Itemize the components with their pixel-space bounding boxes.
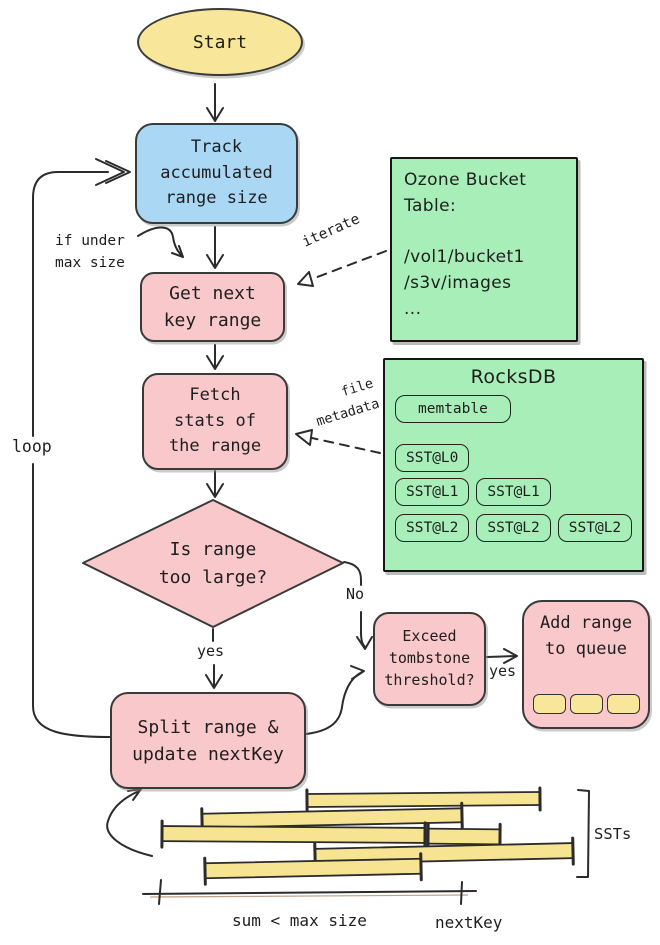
- sst-bar: [160, 819, 427, 851]
- ssts-bracket: [576, 789, 590, 878]
- file-metadata-label: file metadata: [314, 375, 382, 430]
- nextkey-label: nextKey: [435, 913, 503, 932]
- sst-chip: SST@L1: [476, 478, 551, 506]
- sst-chip: SST@L2: [476, 514, 551, 542]
- iterate-label: iterate: [300, 211, 363, 251]
- rocksdb-l0-row: SST@L0: [395, 444, 634, 472]
- loop-label: loop: [12, 437, 52, 456]
- sst-bar: [203, 852, 423, 886]
- split-range-label: Split range & update nextKey: [132, 716, 284, 765]
- add-range-to-queue-node: Add range to queue: [522, 600, 650, 729]
- sst-chip: SST@L2: [395, 514, 470, 542]
- sst-bars: [160, 786, 575, 886]
- queue-item: [532, 694, 566, 714]
- ozone-entry: /vol1/bucket1: [404, 246, 525, 267]
- rocksdb-title: RocksDB: [470, 366, 557, 388]
- if-under-max-size-label: if under max size: [55, 233, 125, 271]
- sum-max-size-label: sum < max size: [232, 911, 367, 930]
- sst-bar: [305, 786, 542, 814]
- track-range-size-node: Track accumulated range size: [135, 123, 298, 224]
- is-range-too-large-decision: Is range too large?: [93, 533, 333, 595]
- track-range-size-label: Track accumulated range size: [160, 137, 273, 209]
- ozone-bucket-table-box: Ozone Bucket Table: /vol1/bucket1 /s3v/i…: [390, 157, 578, 342]
- split-range-node: Split range & update nextKey: [110, 692, 306, 789]
- add-range-to-queue-label: Add range to queue: [539, 613, 633, 659]
- start-node: Start: [137, 8, 303, 76]
- measure-lines: [142, 789, 590, 905]
- get-next-key-range-label: Get next key range: [163, 283, 262, 331]
- sst-bar: [426, 822, 502, 852]
- no-label: No: [346, 585, 365, 603]
- sst-chip: SST@L0: [395, 444, 470, 472]
- rocksdb-memtable-row: memtable: [395, 395, 634, 423]
- rocksdb-l2-row: SST@L2 SST@L2 SST@L2: [395, 514, 634, 542]
- sst-chip: SST@L2: [557, 514, 633, 542]
- ozone-bucket-table-title: Ozone Bucket Table:: [404, 170, 527, 217]
- sst-chip: SST@L1: [395, 478, 470, 506]
- get-next-key-range-node: Get next key range: [140, 272, 285, 342]
- fetch-stats-node: Fetch stats of the range: [142, 373, 288, 470]
- sst-bar: [313, 836, 575, 872]
- tombstone-threshold-label: Exceed tombstone threshold?: [384, 627, 475, 689]
- start-label: Start: [192, 31, 248, 53]
- queue-item: [606, 694, 640, 714]
- yes-queue-label: yes: [489, 662, 517, 680]
- ozone-bucket-entries: /vol1/bucket1 /s3v/images ...: [404, 244, 564, 323]
- ozone-entry: /s3v/images: [404, 273, 512, 294]
- tombstone-threshold-node: Exceed tombstone threshold?: [373, 612, 486, 706]
- rocksdb-box: RocksDB memtable SST@L0 SST@L1 SST@L1 SS…: [383, 358, 644, 572]
- ozone-entry: ...: [404, 299, 422, 320]
- queue-item: [569, 694, 603, 714]
- sst-bar: [200, 801, 464, 835]
- yes-split-label: yes: [197, 642, 225, 660]
- ssts-label: SSTs: [594, 825, 632, 843]
- fetch-stats-label: Fetch stats of the range: [168, 385, 262, 457]
- rocksdb-l1-row: SST@L1 SST@L1: [395, 478, 634, 506]
- is-range-too-large-label: Is range too large?: [158, 539, 268, 588]
- memtable-chip: memtable: [395, 395, 511, 423]
- queue-items: [532, 694, 640, 714]
